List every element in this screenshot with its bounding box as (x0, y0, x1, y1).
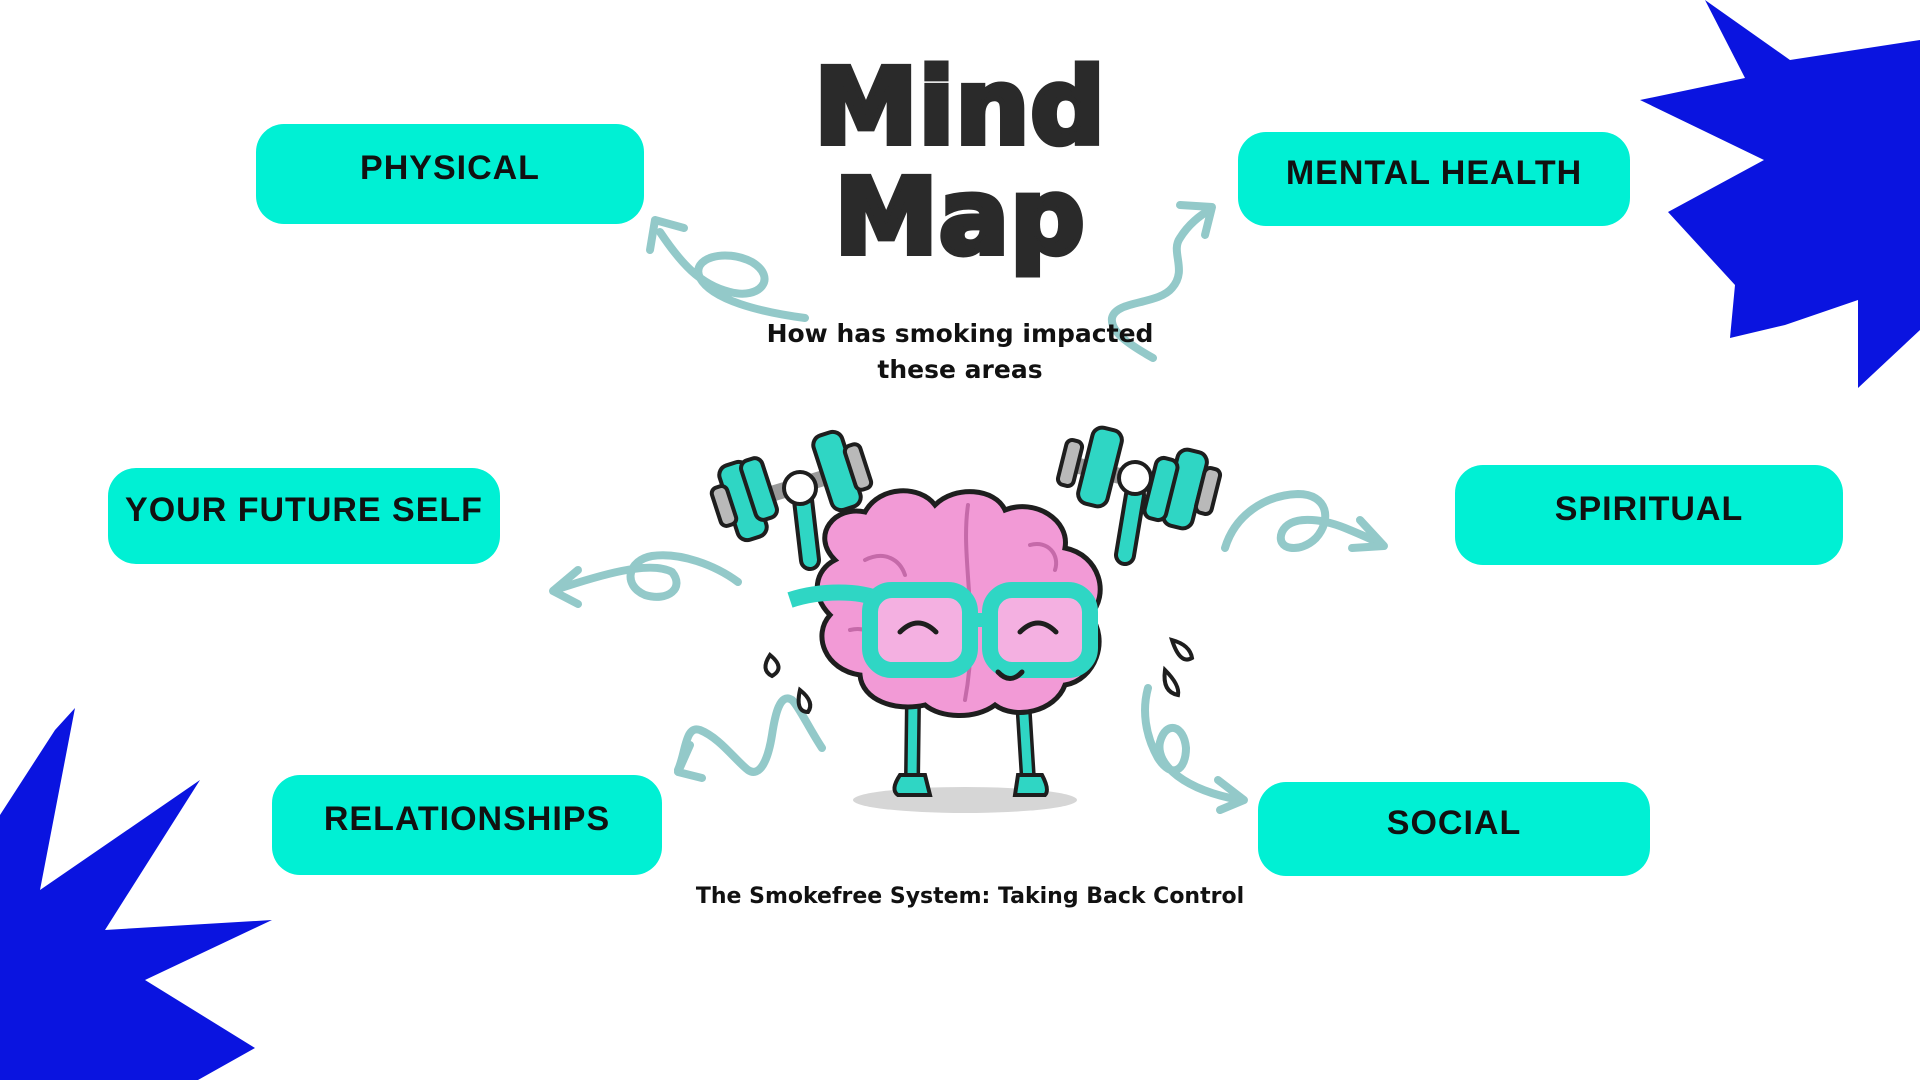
node-mental-health-label: MENTAL HEALTH (1285, 153, 1583, 192)
arrow-to-spiritual (1221, 490, 1386, 552)
node-social-label: SOCIAL (1386, 803, 1522, 842)
node-relationships-label: RELATIONSHIPS (323, 799, 611, 838)
arrow-head-future-self (549, 566, 582, 608)
arrow-to-future-self (551, 551, 742, 601)
arrow-head-spiritual (1348, 516, 1388, 552)
node-spiritual[interactable]: SPIRITUAL (1455, 465, 1843, 565)
node-future-self-label: YOUR FUTURE SELF (125, 490, 483, 529)
node-social[interactable]: SOCIAL (1258, 782, 1650, 876)
top-right-splash-shape (1640, 0, 1920, 388)
arrow-to-relationships (674, 694, 826, 776)
arrow-head-social (1214, 776, 1248, 814)
title-line-2: Map (831, 156, 1087, 278)
node-spiritual-label: SPIRITUAL (1554, 489, 1744, 528)
arrow-head-mental-health (1176, 201, 1216, 239)
node-future-self[interactable]: YOUR FUTURE SELF (108, 468, 500, 564)
arrow-to-physical (656, 228, 809, 322)
node-physical-label: PHYSICAL (360, 148, 540, 187)
node-relationships[interactable]: RELATIONSHIPS (272, 775, 662, 875)
arrow-head-physical (646, 216, 688, 254)
subtitle-line-2: these areas (877, 355, 1043, 384)
page-title: Mind Map (760, 46, 1160, 278)
footer-caption: The Smokefree System: Taking Back Contro… (695, 884, 1245, 909)
arrow-head-relationships (674, 741, 706, 782)
arrow-to-mental-health (1107, 206, 1214, 362)
bottom-left-splash-shape (0, 708, 272, 1080)
subtitle-line-1: How has smoking impacted (766, 319, 1154, 348)
title-line-1: Mind (811, 46, 1108, 168)
node-mental-health[interactable]: MENTAL HEALTH (1238, 132, 1630, 226)
arrow-to-social (1141, 684, 1244, 804)
subtitle: How has smoking impacted these areas (750, 316, 1170, 388)
node-physical[interactable]: PHYSICAL (256, 124, 644, 224)
